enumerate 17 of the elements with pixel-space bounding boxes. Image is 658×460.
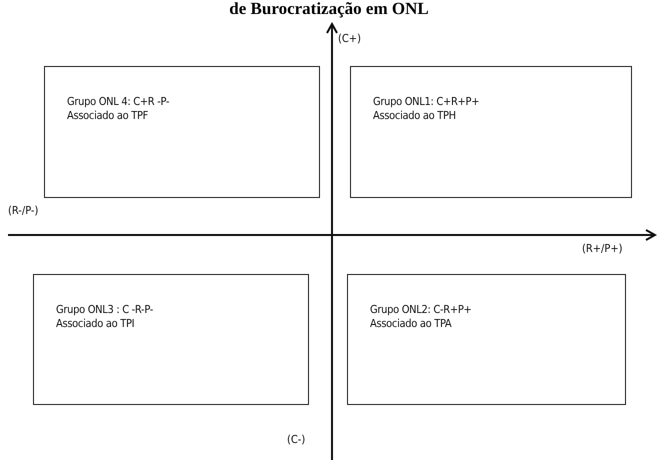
group-description: Associado ao TPH	[373, 109, 456, 123]
group-description: Associado ao TPF	[67, 109, 148, 123]
group-heading: Grupo ONL2: C-R+P+	[370, 303, 472, 317]
axis-label: (R+/P+)	[582, 242, 622, 255]
group-heading: Grupo ONL3 : C -R-P-	[56, 303, 154, 317]
axis-label: (C-)	[287, 433, 306, 446]
quadrant-box	[33, 274, 309, 405]
title: de Burocratização em ONL	[228, 0, 430, 18]
quadrant-box	[347, 274, 626, 405]
group-description: Associado ao TPA	[370, 317, 452, 331]
axis-label: (C+)	[338, 32, 361, 45]
quadrant-box	[350, 66, 632, 198]
group-heading: Grupo ONL1: C+R+P+	[373, 95, 480, 109]
axis-label: (R-/P-)	[8, 204, 38, 217]
quadrant-box	[44, 66, 320, 198]
group-heading: Grupo ONL 4: C+R -P-	[67, 95, 170, 109]
group-description: Associado ao TPI	[56, 317, 134, 331]
